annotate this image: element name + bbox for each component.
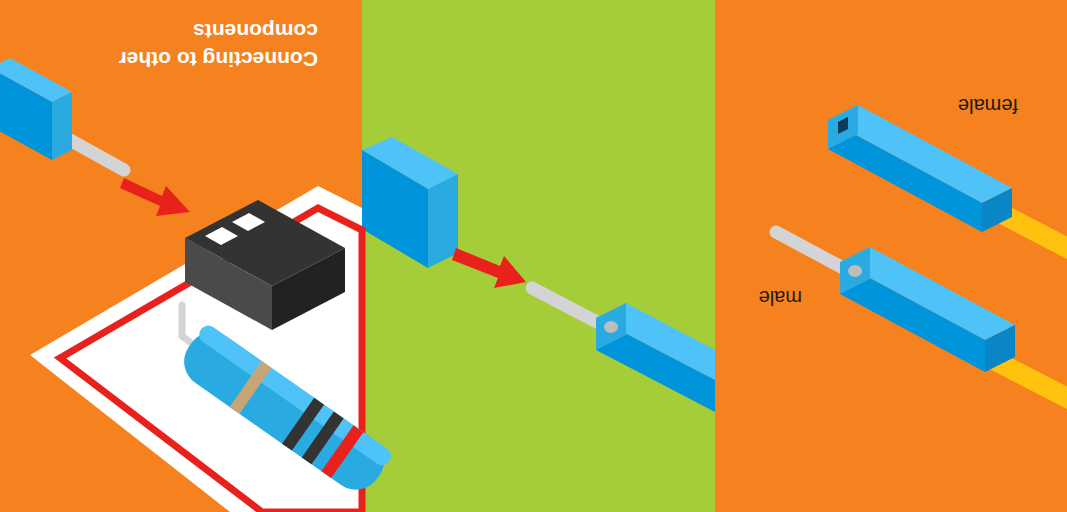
female-connector bbox=[828, 105, 1067, 252]
male-connector bbox=[776, 232, 1067, 402]
part-label: female bbox=[938, 94, 1018, 118]
arrow bbox=[120, 178, 190, 216]
panel-heading: Connecting to other components bbox=[82, 16, 318, 73]
part-label: male bbox=[752, 286, 802, 310]
arrow bbox=[452, 248, 526, 288]
panel-background bbox=[362, 0, 715, 512]
female-connector bbox=[0, 58, 124, 170]
resistor bbox=[174, 305, 395, 500]
female-connector bbox=[362, 137, 458, 268]
panel-background bbox=[715, 0, 1067, 512]
male-connector bbox=[532, 288, 715, 412]
pin-header bbox=[185, 200, 345, 330]
